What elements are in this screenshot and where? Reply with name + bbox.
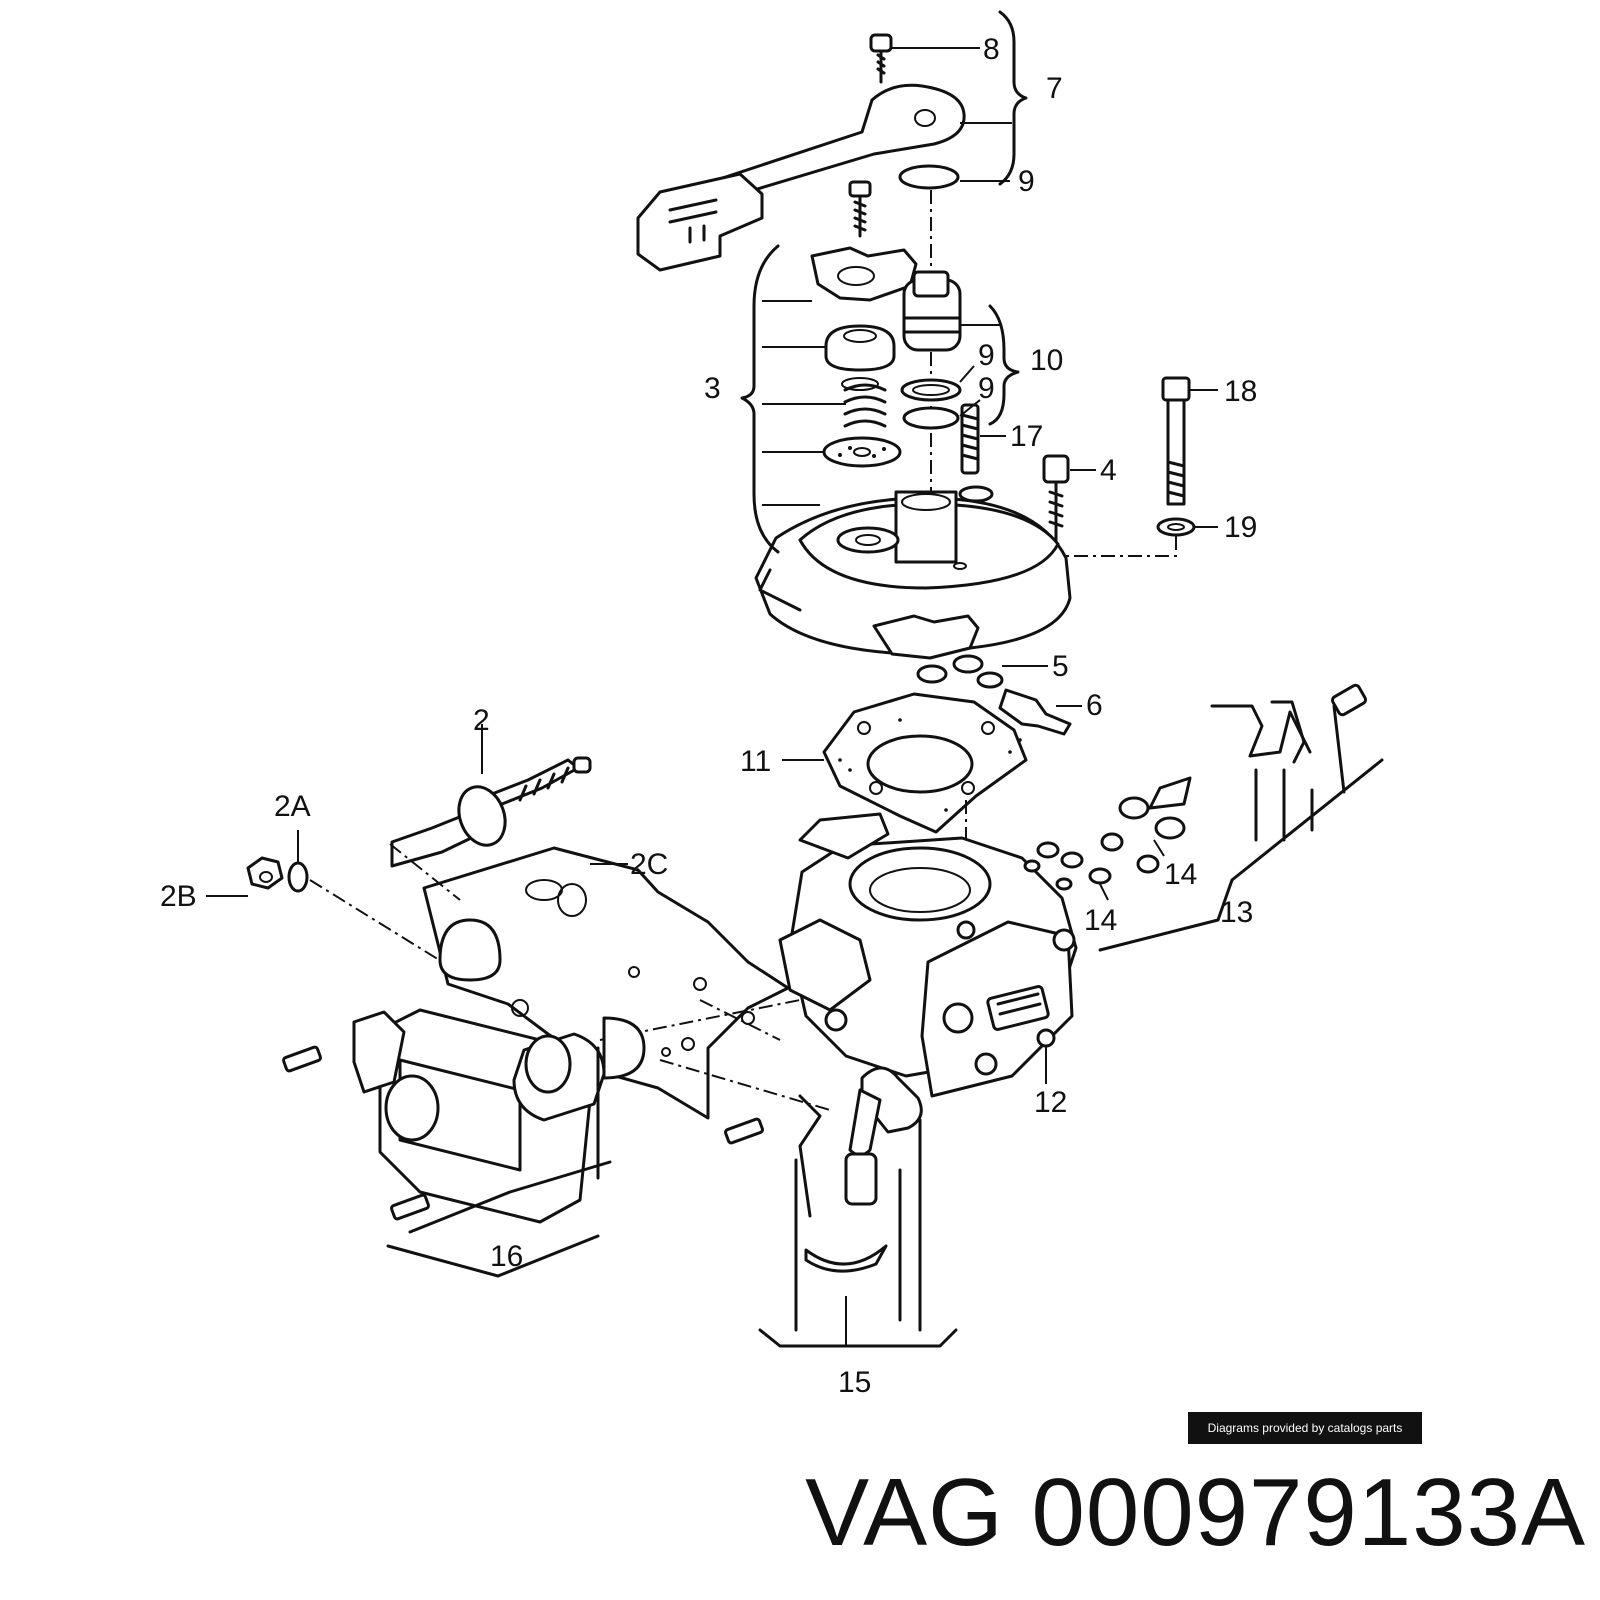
actuator-motor [282,1008,764,1278]
callout-15: 15 [838,1366,871,1399]
throttle-sensor-assembly [636,33,966,272]
callout-17: 17 [1010,420,1043,453]
callout-14-left: 14 [1084,904,1117,937]
bracket-10 [988,304,1020,426]
callout-11: 11 [740,745,771,778]
mounting-bracket [389,843,831,1120]
callout-18: 18 [1224,375,1257,408]
callout-10: 10 [1030,344,1063,377]
callout-2C: 2C [630,848,668,881]
callout-9-upper-ring: 9 [978,339,995,372]
fasteners-right [960,376,1196,557]
control-unit-stack [810,180,918,468]
nut-washer [206,830,521,1011]
connector-fitting [976,671,1072,736]
leader-lines [762,47,1218,901]
callout-2: 2 [473,704,490,737]
callout-16: 16 [490,1240,523,1273]
callout-labels: 8 7 9 3 10 9 9 17 18 4 19 5 6 2 11 2A 2C… [160,33,1257,1399]
callout-13: 13 [1220,896,1253,929]
hose-fittings-group [1023,683,1384,952]
callout-14-right: 14 [1164,858,1197,891]
injector-assembly [898,164,962,500]
callout-6: 6 [1086,689,1103,722]
idle-valve [390,724,592,868]
diagram-credit-banner: Diagrams provided by catalogs parts [1188,1412,1422,1444]
callout-2B: 2B [160,880,197,913]
bracket-3 [740,244,780,554]
gasket [822,692,1028,940]
callout-2A: 2A [274,790,311,823]
callout-7: 7 [1046,72,1063,105]
callout-4: 4 [1100,454,1117,487]
callout-9-lower-ring: 9 [978,372,995,405]
upper-housing [754,485,1072,684]
callout-19: 19 [1224,511,1257,544]
bracket-7 [998,10,1028,186]
callout-12: 12 [1034,1086,1067,1119]
part-number-title: VAG 000979133A [805,1459,1586,1566]
vacuum-hose [758,1066,958,1348]
callout-5: 5 [1052,650,1069,683]
throttle-body [778,812,1078,1098]
callout-8: 8 [983,33,1000,66]
callout-9: 9 [1018,165,1035,198]
callout-3: 3 [704,372,721,405]
